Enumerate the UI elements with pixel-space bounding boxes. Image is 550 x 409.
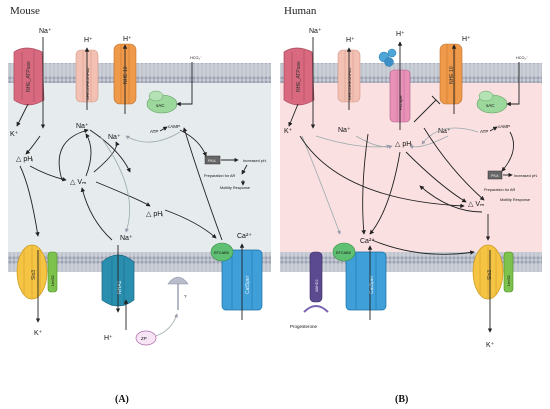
nhe-atpase-channel: NHE_ATPase: [13, 47, 45, 106]
zp-label: ZP: [141, 336, 147, 341]
lrrc52-protein-human: Lrrc52: [503, 251, 514, 293]
label-hco3: HCO₃⁻: [190, 56, 202, 60]
label-k-bottom-human: K⁺: [486, 342, 495, 349]
catsper-label-human: CatSper: [369, 275, 375, 294]
nhe-atpase-label-human: NHE_ATPase: [296, 61, 302, 92]
label-h-top2: H⁺: [123, 36, 132, 43]
label-k-left: K⁺: [10, 131, 19, 138]
label-h-top1-human: H⁺: [346, 37, 355, 44]
label-h-bottom: H⁺: [104, 335, 113, 342]
label-na-mid2: Na⁺: [108, 134, 121, 141]
efcab9-label-human: EFCAB9: [336, 251, 351, 255]
sac-enzyme-human: sAC: [476, 90, 508, 114]
label-ca: Ca²⁺: [237, 233, 252, 240]
label-camp-human: cAMP: [498, 124, 510, 129]
label-progesterone: Progesterone: [290, 324, 318, 329]
panel-title-human: Human: [284, 5, 317, 17]
lower-membrane: [8, 252, 271, 272]
label-dph-1: △ pHᵢ: [16, 156, 33, 163]
catsper-label: CatSper: [245, 275, 251, 294]
efcab9-protein-human: EFCAB9: [332, 242, 356, 262]
lrrc52-protein: Lrrc52: [47, 251, 58, 293]
label-na-mid2-human: Na⁺: [438, 128, 451, 135]
panel-human: Human NHE_ATPase Na⁺ K⁺ NHE1/NHE5/NHA1 H…: [280, 5, 542, 405]
upper-membrane-human: [280, 63, 542, 83]
label-hco3-human: HCO₃⁻: [516, 56, 528, 60]
nhe10-label-human: NHE 10: [449, 66, 455, 84]
caption-b: (B): [395, 394, 408, 405]
label-dph-2: △ pHᵢ: [146, 211, 163, 218]
label-preparation-human: Preparation for AR: [484, 188, 515, 192]
zp-receptor: ?: [167, 276, 189, 310]
cytoplasm-bg-human: [280, 63, 542, 258]
label-h-top1: H⁺: [84, 37, 93, 44]
panel-mouse: Mouse NHE_ATPase Na⁺ K⁺ NHE1/NHE5/NHA2 H…: [8, 5, 271, 405]
label-na-low: Na⁺: [120, 235, 133, 242]
cytoplasm-bg: [8, 63, 271, 258]
pka-box: PKA: [204, 155, 221, 165]
label-na-mid1-human: Na⁺: [338, 127, 351, 134]
label-dvm: △ Vₘ: [70, 179, 86, 186]
catsper-channel-human: CatSper: [345, 251, 387, 311]
hv1sper-label: Hv1Sper: [399, 94, 403, 110]
label-atp: ATP: [150, 129, 158, 134]
zp-glycoprotein: ZP: [135, 330, 157, 346]
label-atp-human: ATP: [480, 129, 488, 134]
label-motility: Motility Response: [220, 186, 250, 190]
label-increased-ph-human: Increased pHᵢ: [514, 174, 538, 178]
pka-box-human: PKA: [487, 170, 503, 180]
nhe10-label: NHE 10: [123, 66, 129, 84]
label-dph-human: △ pHᵢ: [395, 141, 412, 148]
nhe1-label: NHE1/NHE5/NHA2: [86, 68, 90, 101]
nhe1-label-human: NHE1/NHE5/NHA1: [348, 68, 352, 101]
label-na-top: Na⁺: [39, 28, 52, 35]
label-ca-human: Ca²⁺: [360, 238, 375, 245]
pka-label: PKA: [208, 159, 216, 163]
efcab9-label: EFCAB9: [214, 251, 229, 255]
label-na-top-human: Na⁺: [309, 28, 322, 35]
lrrc52-label: Lrrc52: [51, 275, 55, 286]
label-na-mid1: Na⁺: [76, 123, 89, 130]
panel-title: Mouse: [10, 5, 40, 17]
abhd2-label: ABHD2: [315, 279, 319, 292]
lrrc52-label-human: Lrrc52: [507, 275, 511, 286]
label-k-left-human: K⁺: [284, 128, 293, 135]
slo3-channel: Slo3: [16, 244, 48, 300]
slo3-label: Slo3: [31, 270, 37, 280]
label-camp: cAMP: [168, 124, 180, 129]
label-k-bottom: K⁺: [34, 330, 43, 337]
label-dvm-human: △ Vₘ: [468, 201, 484, 208]
nhe-atpase-label: NHE_ATPase: [26, 61, 32, 92]
nhe-atpase-channel-human: NHE_ATPase: [283, 47, 315, 106]
label-preparation: Preparation for AR: [204, 174, 235, 178]
label-question: ?: [184, 294, 187, 299]
upper-membrane: [8, 63, 271, 83]
label-increased-ph: Increased pHᵢ: [243, 159, 267, 163]
nha1-label: NHA1: [117, 280, 123, 294]
sac-label: sAC: [156, 103, 165, 108]
nhe10-channel-human: NHE 10: [439, 43, 463, 105]
caption-a: (A): [115, 394, 129, 405]
label-motility-human: Motility Response: [500, 198, 530, 202]
sac-label-human: sAC: [486, 103, 495, 108]
label-h-top3-human: H⁺: [462, 36, 471, 43]
pka-label-human: PKA: [491, 174, 499, 178]
sac-enzyme: sAC: [146, 90, 178, 114]
slo3-channel-human: Slo3: [472, 244, 504, 300]
abhd2-protein: ABHD2: [303, 251, 329, 313]
efcab9-protein: EFCAB9: [210, 242, 234, 262]
label-h-top2-human: H⁺: [396, 31, 405, 38]
